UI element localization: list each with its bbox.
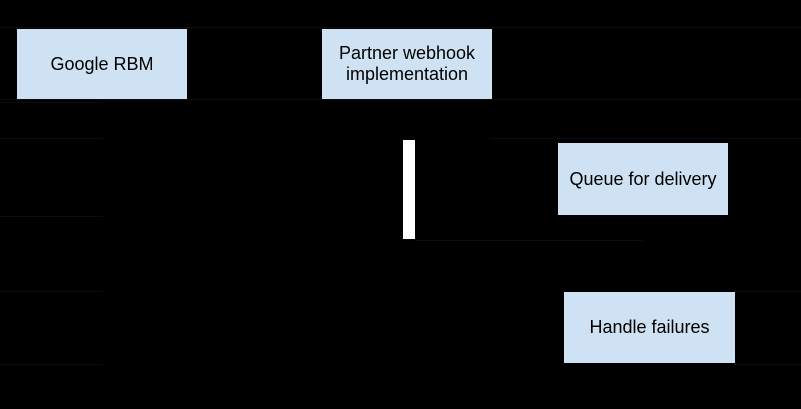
actor-box-partner-webhook: Partner webhook implementation <box>322 29 492 99</box>
faint-line <box>735 291 801 292</box>
step-label-handle-failures: Handle failures <box>589 317 710 337</box>
faint-line <box>0 99 801 100</box>
faint-line <box>415 240 643 241</box>
actor-label-google-rbm: Google RBM <box>50 53 154 74</box>
faint-line <box>0 364 103 365</box>
step-box-handle-failures: Handle failures <box>564 292 735 363</box>
activation-bar <box>403 140 415 239</box>
actor-label-partner-webhook: Partner webhook implementation <box>338 43 476 84</box>
faint-line <box>0 291 103 292</box>
faint-line <box>490 138 801 139</box>
faint-line <box>0 27 801 28</box>
faint-line <box>0 138 103 139</box>
faint-line <box>0 216 103 217</box>
step-label-queue-for-delivery: Queue for delivery <box>569 168 717 189</box>
faint-line <box>735 364 801 365</box>
faint-line <box>0 102 103 103</box>
step-box-queue-for-delivery: Queue for delivery <box>558 143 728 215</box>
actor-box-google-rbm: Google RBM <box>17 29 187 99</box>
